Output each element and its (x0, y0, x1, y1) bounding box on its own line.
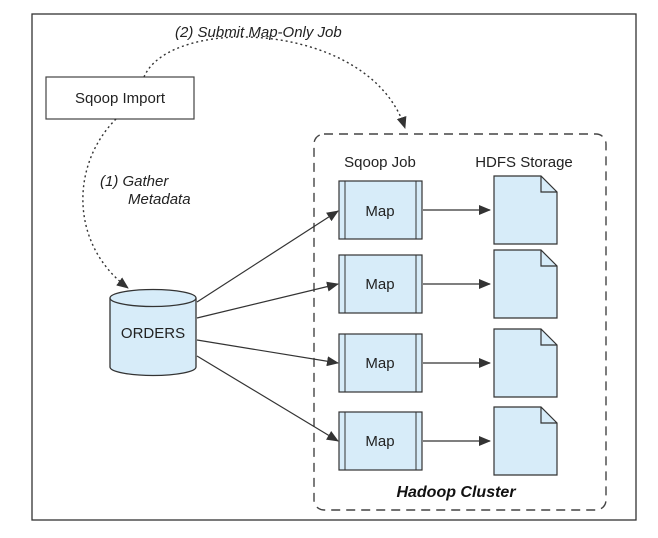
submit-job-label: (2) Submit Map-Only Job (175, 24, 342, 41)
orders-database-label: ORDERS (121, 325, 185, 342)
gather-metadata-label-line1: (1) Gather (100, 173, 169, 190)
orders-database-icon: ORDERS (109, 288, 197, 377)
hadoop-cluster-boundary (313, 133, 607, 511)
orders-to-map-arrow (196, 210, 339, 303)
map-task: Map (338, 254, 423, 314)
map-task-label: Map (365, 203, 394, 220)
gather-metadata-arrow (82, 118, 129, 289)
orders-to-map-arrow (196, 281, 339, 319)
hdfs-storage-header: HDFS Storage (475, 154, 573, 171)
hdfs-file-icon (493, 175, 558, 245)
map-task-label: Map (365, 276, 394, 293)
hdfs-file-icon (493, 249, 558, 319)
map-task: Map (338, 411, 423, 471)
sqoop-import-node: Sqoop Import (45, 76, 195, 120)
hadoop-cluster-label: Hadoop Cluster (396, 484, 516, 501)
map-task: Map (338, 333, 423, 393)
gather-metadata-label-line2: Metadata (128, 191, 191, 208)
hdfs-file-icon (493, 406, 558, 476)
map-task-label: Map (365, 355, 394, 372)
map-task: Map (338, 180, 423, 240)
orders-to-map-arrow (196, 339, 339, 367)
hdfs-file-icon (493, 328, 558, 398)
submit-job-arrow (143, 36, 407, 129)
map-task-label: Map (365, 433, 394, 450)
sqoop-job-header: Sqoop Job (344, 154, 416, 171)
orders-to-map-arrow (196, 355, 339, 442)
sqoop-import-label: Sqoop Import (75, 90, 166, 107)
